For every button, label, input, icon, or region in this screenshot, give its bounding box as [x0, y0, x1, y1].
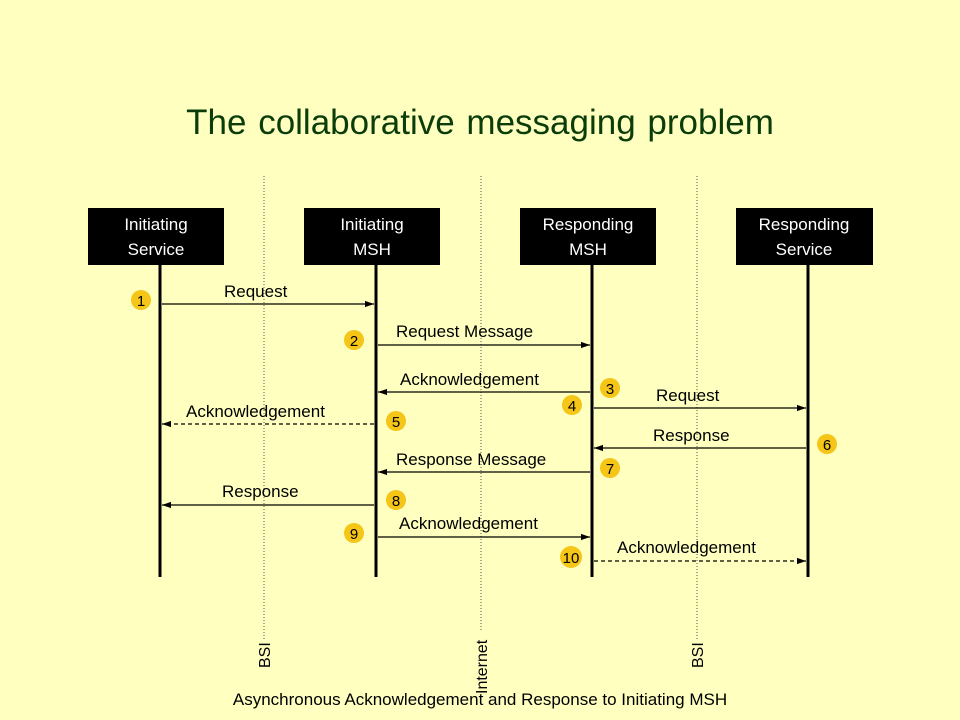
svg-text:Initiating: Initiating	[340, 215, 403, 234]
svg-text:9: 9	[350, 526, 358, 543]
step-badge-4: 4	[562, 395, 582, 415]
boundary-label-internet: Internet	[474, 639, 491, 694]
participant-initiating-service: Initiating Service	[88, 208, 224, 265]
svg-text:Response: Response	[222, 482, 299, 501]
svg-text:Request Message: Request Message	[396, 322, 533, 341]
svg-text:1: 1	[137, 293, 145, 310]
step-badge-3: 3	[600, 378, 620, 398]
step-badge-10: 10	[560, 546, 582, 568]
message-10-acknowledgement: Acknowledgement	[594, 538, 806, 565]
message-6-response: Response	[594, 426, 806, 452]
svg-text:3: 3	[606, 381, 614, 398]
message-8-response: Response	[162, 482, 374, 509]
participant-responding-msh: Responding MSH	[520, 208, 656, 265]
svg-text:MSH: MSH	[569, 240, 607, 259]
svg-text:2: 2	[350, 333, 358, 350]
step-badge-6: 6	[817, 434, 837, 454]
step-badge-7: 7	[600, 458, 620, 478]
boundary-label-bsi-right: BSI	[690, 642, 707, 668]
svg-text:Request: Request	[224, 282, 288, 301]
svg-text:Acknowledgement: Acknowledgement	[399, 514, 538, 533]
step-badge-5: 5	[386, 411, 406, 431]
svg-text:10: 10	[563, 550, 580, 567]
step-badge-1: 1	[131, 290, 151, 310]
svg-text:8: 8	[392, 493, 400, 510]
page-title: The collaborative messaging problem	[186, 103, 774, 142]
svg-text:Acknowledgement: Acknowledgement	[617, 538, 756, 557]
svg-text:Service: Service	[776, 240, 833, 259]
svg-text:5: 5	[392, 414, 400, 431]
step-badge-8: 8	[386, 490, 406, 510]
boundary-label-bsi-left: BSI	[257, 642, 274, 668]
svg-text:Response: Response	[653, 426, 730, 445]
step-badge-2: 2	[344, 330, 364, 350]
message-9-acknowledgement: Acknowledgement	[378, 514, 590, 541]
participant-responding-service: Responding Service	[736, 208, 873, 265]
svg-text:Acknowledgement: Acknowledgement	[400, 370, 539, 389]
message-1-request: Request	[162, 282, 374, 308]
svg-text:Acknowledgement: Acknowledgement	[186, 402, 325, 421]
message-4-request: Request	[594, 386, 806, 412]
svg-text:Request: Request	[656, 386, 720, 405]
message-7-response-message: Response Message	[378, 450, 590, 476]
svg-text:MSH: MSH	[353, 240, 391, 259]
svg-text:Response Message: Response Message	[396, 450, 546, 469]
svg-text:Responding: Responding	[543, 215, 634, 234]
svg-text:7: 7	[606, 461, 614, 478]
svg-text:6: 6	[823, 437, 831, 454]
svg-text:Service: Service	[128, 240, 185, 259]
message-2-request-message: Request Message	[378, 322, 590, 349]
message-3-acknowledgement: Acknowledgement	[378, 370, 590, 396]
diagram-caption: Asynchronous Acknowledgement and Respons…	[232, 690, 728, 709]
participant-initiating-msh: Initiating MSH	[304, 208, 440, 265]
step-badge-9: 9	[344, 523, 364, 543]
svg-text:Responding: Responding	[759, 215, 850, 234]
svg-text:4: 4	[568, 398, 576, 415]
message-5-acknowledgement: Acknowledgement	[162, 402, 374, 428]
svg-text:Initiating: Initiating	[124, 215, 187, 234]
